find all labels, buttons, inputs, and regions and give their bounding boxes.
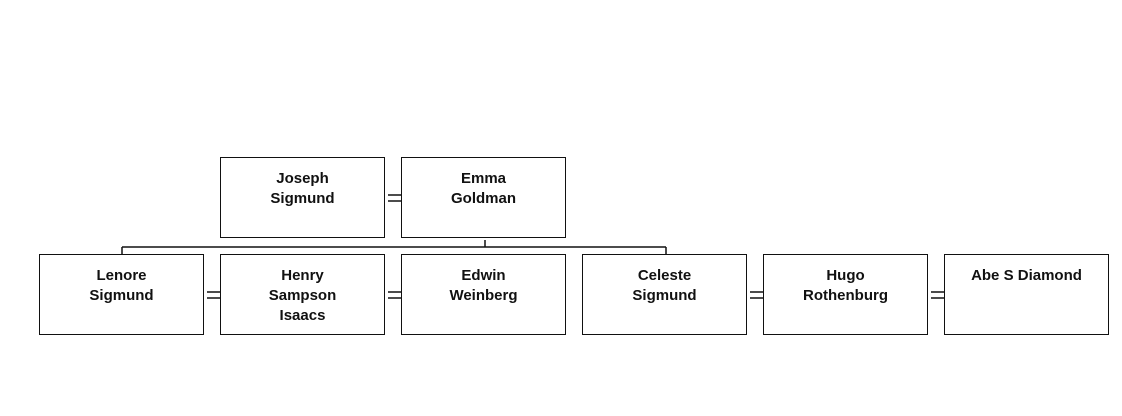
person-box-celeste-sigmund[interactable]: Celeste Sigmund <box>582 254 747 335</box>
person-name-line: Abe S Diamond <box>971 267 1082 284</box>
person-name-line: Lenore <box>96 267 147 284</box>
person-name-line: Hugo <box>826 267 865 284</box>
person-name-line: Sigmund <box>632 287 697 304</box>
person-name-line: Isaacs <box>279 307 326 324</box>
person-name-line: Henry <box>281 267 324 284</box>
person-name-line: Sampson <box>268 287 337 304</box>
person-box-abe-s-diamond[interactable]: Abe S Diamond <box>944 254 1109 335</box>
person-box-hugo-rothenburg[interactable]: Hugo Rothenburg <box>763 254 928 335</box>
person-name-line: Goldman <box>450 190 516 207</box>
person-name-line: Rothenburg <box>803 287 888 304</box>
person-box-henry-sampson-isaacs[interactable]: Henry Sampson Isaacs <box>220 254 385 335</box>
person-box-lenore-sigmund[interactable]: Lenore Sigmund <box>39 254 204 335</box>
person-box-edwin-weinberg[interactable]: Edwin Weinberg <box>401 254 566 335</box>
person-name-line: Celeste <box>637 267 692 284</box>
person-box-emma-goldman[interactable]: Emma Goldman <box>401 157 566 238</box>
person-box-joseph-sigmund[interactable]: Joseph Sigmund <box>220 157 385 238</box>
person-name-line: Sigmund <box>270 190 335 207</box>
person-name-line: Sigmund <box>89 287 154 304</box>
person-name-line: Weinberg <box>449 287 518 304</box>
person-name-line: Emma <box>460 170 507 187</box>
person-name-line: Edwin <box>461 267 506 284</box>
person-name-line: Joseph <box>276 170 329 187</box>
